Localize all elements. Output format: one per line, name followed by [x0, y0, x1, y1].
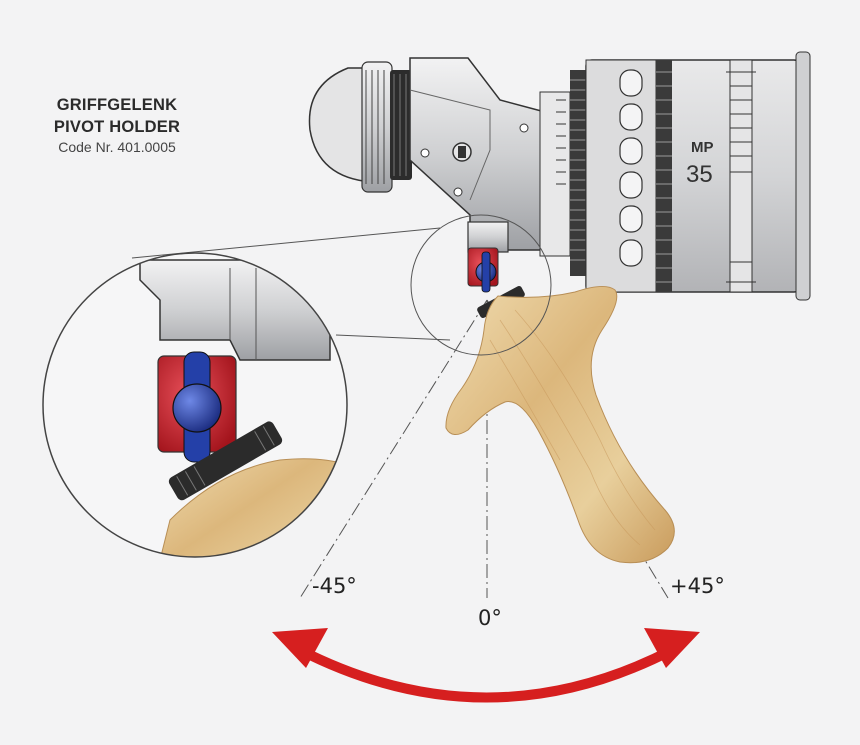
title-german: GRIFFGELENK — [56, 96, 178, 114]
viewfinder-body — [409, 57, 546, 251]
title-english: PIVOT HOLDER — [53, 118, 181, 136]
eyecup — [308, 67, 373, 183]
product-code: Code Nr. 401.0005 — [58, 139, 176, 155]
wood-grain — [489, 309, 656, 546]
magnified-detail — [42, 252, 348, 558]
arrowhead-right — [644, 628, 700, 668]
rotation-arrow — [272, 628, 700, 703]
lens-brand: MP — [691, 139, 714, 156]
zoom-source-circle — [410, 214, 552, 356]
angle-label-minus-45: -45° — [312, 574, 357, 598]
camera-lens-assembly: MP 35 — [308, 51, 811, 301]
arrowhead-left — [272, 628, 328, 668]
angle-label-plus-45: +45° — [670, 574, 725, 598]
wooden-grip — [445, 286, 675, 564]
angle-label-0: 0° — [478, 606, 502, 630]
title-block: GRIFFGELENK PIVOT HOLDER Code Nr. 401.00… — [22, 94, 212, 156]
lens-focal-length: 35 — [686, 161, 713, 188]
